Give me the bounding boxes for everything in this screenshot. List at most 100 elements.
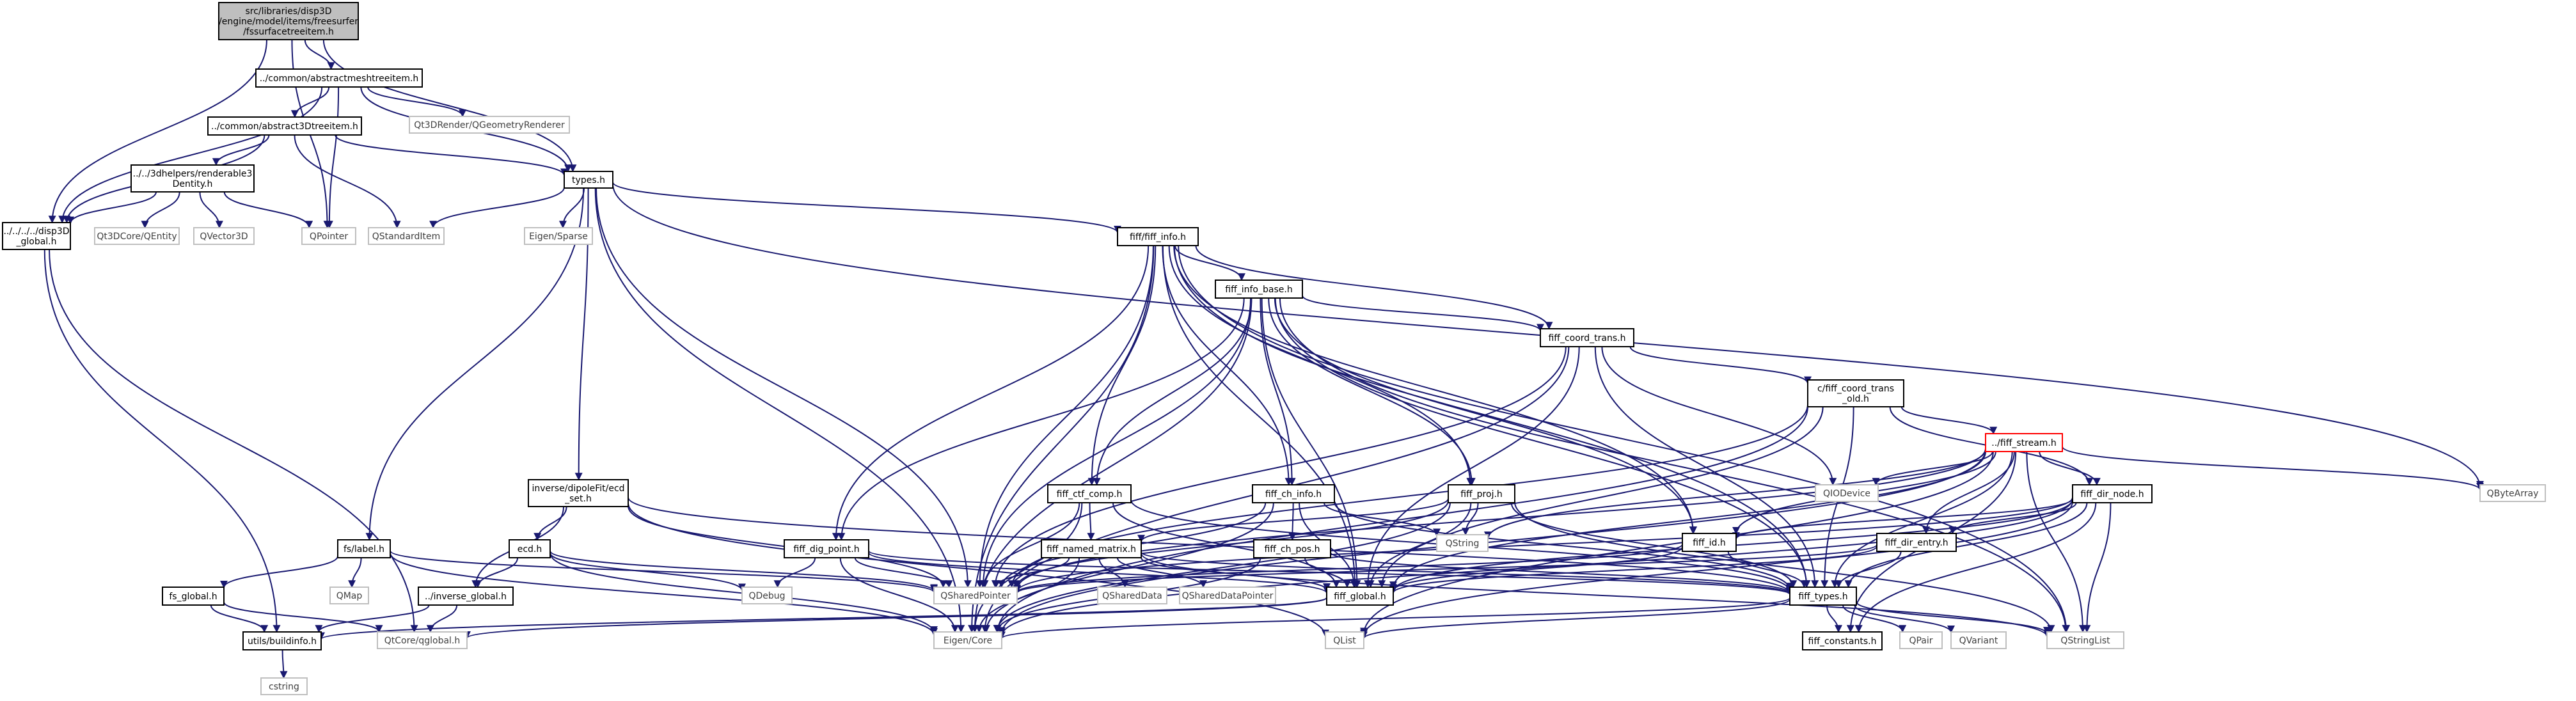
node-types_h[interactable]: types.h: [564, 171, 613, 189]
node-box-fs_global: [162, 587, 225, 606]
node-label-fiff_stream: ../fiff_stream.h: [1991, 438, 2056, 448]
node-qstandarditem[interactable]: QStandardItem: [368, 227, 445, 245]
node-qt3drender_qgeometryrenderer[interactable]: Qt3DRender/QGeometryRenderer: [409, 116, 570, 134]
nodes-layer: src/libraries/disp3D/engine/model/items/…: [2, 2, 2546, 695]
node-box-renderable3dentity: [130, 164, 255, 193]
node-qbytearray[interactable]: QByteArray: [2479, 484, 2546, 502]
edge-fiff_coord_trans-to-c_fiff_coord_trans_old: [1629, 346, 1812, 384]
node-fiff_dig_point[interactable]: fiff_dig_point.h: [784, 539, 869, 558]
edge-disp3d_global-to-qtcore_qglobal: [49, 249, 418, 633]
node-ecd_h[interactable]: ecd.h: [509, 539, 551, 558]
node-eigen_sparse[interactable]: Eigen/Sparse: [524, 227, 593, 245]
edge-fiff_ch_info-to-fiff_types: [1334, 501, 1794, 591]
node-fiff_stream[interactable]: ../fiff_stream.h: [1985, 433, 2063, 452]
node-inverse_global[interactable]: ../inverse_global.h: [418, 587, 514, 606]
edge-abstract3dtreeitem-to-types_h: [335, 134, 568, 177]
node-qstring[interactable]: QString: [1436, 534, 1489, 552]
node-box-fiff_proj: [1448, 484, 1515, 503]
node-qpointer[interactable]: QPointer: [301, 227, 356, 245]
edge-fiff_named_matrix-to-eigen_core: [975, 557, 1080, 633]
node-label-utils_buildinfo: utils/buildinfo.h: [248, 636, 317, 647]
node-c_fiff_coord_trans_old[interactable]: c/fiff_coord_trans_old.h: [1807, 379, 1904, 407]
node-qdebug[interactable]: QDebug: [741, 587, 793, 604]
node-label-ecd_h: ecd.h: [518, 544, 542, 555]
node-qvector3d[interactable]: QVector3D: [193, 227, 255, 245]
node-box-qlist: [1325, 631, 1364, 649]
node-box-fiff_types: [1789, 587, 1857, 606]
node-utils_buildinfo[interactable]: utils/buildinfo.h: [242, 631, 322, 650]
edge-fiff_info_base-to-fiff_dig_point: [837, 297, 1245, 541]
node-inverse_ecd_set[interactable]: inverse/dipoleFit/ecd_set.h: [528, 479, 629, 507]
node-abstract3dtreeitem[interactable]: ../common/abstract3Dtreeitem.h: [207, 116, 362, 136]
node-disp3d_global[interactable]: ../../../../disp3D_global.h: [2, 222, 71, 250]
node-cstring[interactable]: cstring: [260, 677, 308, 695]
edge-fiff_info_base-to-eigen_core: [970, 297, 1252, 633]
node-label-inverse_ecd_set: _set.h: [564, 494, 592, 504]
edge-fiff_dir_entry-to-fiff_global: [1389, 546, 1877, 594]
edge-fiff_stream-to-eigen_core: [998, 450, 1986, 635]
node-box-fiff_dig_point: [784, 539, 869, 558]
node-qstringlist[interactable]: QStringList: [2046, 631, 2124, 649]
node-fiff_id[interactable]: fiff_id.h: [1682, 533, 1737, 552]
edge-fiff_types-to-qstringlist: [1856, 601, 2051, 635]
node-fiff_ctf_comp[interactable]: fiff_ctf_comp.h: [1047, 484, 1132, 503]
node-qmap[interactable]: QMap: [329, 587, 369, 604]
edge-fiff_stream-to-qstringlist: [2026, 451, 2087, 633]
edge-fiff_ch_info-to-fiff_ch_pos: [1288, 502, 1297, 541]
node-fiff_global[interactable]: fiff_global.h: [1326, 587, 1394, 606]
node-box-ecd_h: [509, 539, 551, 558]
edge-fiff_info_base-to-fiff_types: [1274, 297, 1811, 588]
node-label-qpointer: QPointer: [310, 232, 348, 242]
node-fiff_coord_trans[interactable]: fiff_coord_trans.h: [1540, 328, 1634, 347]
edge-fiff_info_base-to-fiff_proj: [1268, 297, 1476, 486]
node-qiodevice[interactable]: QIODevice: [1815, 484, 1879, 502]
edge-fiff_id-to-fiff_global: [1389, 546, 1683, 592]
edge-fiff_proj-to-qstringlist: [1514, 501, 2055, 633]
node-fiff_ch_pos[interactable]: fiff_ch_pos.h: [1253, 539, 1331, 558]
node-label-inverse_ecd_set: inverse/dipoleFit/ecd: [532, 484, 624, 494]
node-qtcore_qglobal[interactable]: QtCore/qglobal.h: [377, 631, 468, 649]
node-label-fiff_proj: fiff_proj.h: [1460, 489, 1503, 500]
edge-utils_buildinfo-to-cstring: [280, 649, 288, 679]
node-qshareddatapointer[interactable]: QSharedDataPointer: [1179, 587, 1276, 604]
edge-fs_label-to-qmap: [348, 557, 362, 588]
edge-fiff_dir_node-to-qstringlist: [2083, 502, 2112, 633]
node-eigen_core[interactable]: Eigen/Core: [933, 631, 1002, 649]
node-qshareddata[interactable]: QSharedData: [1097, 587, 1167, 604]
node-fiff_named_matrix[interactable]: fiff_named_matrix.h: [1041, 539, 1142, 558]
node-label-types_h: types.h: [572, 175, 605, 185]
node-qpair[interactable]: QPair: [1899, 631, 1943, 649]
node-fiff_types[interactable]: fiff_types.h: [1789, 587, 1857, 606]
edge-fs_label-to-fs_global: [220, 556, 338, 588]
edge-fiff_info_base-to-qsharedpointer: [979, 297, 1252, 588]
node-label-renderable3dentity: ../../3dhelpers/renderable3: [133, 169, 253, 179]
node-fiff_ch_info[interactable]: fiff_ch_info.h: [1252, 484, 1335, 503]
node-box-fiff_ch_info: [1252, 484, 1335, 503]
node-label-fiff_named_matrix: fiff_named_matrix.h: [1047, 544, 1136, 555]
node-abstractmeshtreeitem[interactable]: ../common/abstractmeshtreeitem.h: [255, 68, 423, 88]
node-fiff_info_base[interactable]: fiff_info_base.h: [1215, 280, 1303, 299]
node-box-abstractmeshtreeitem: [255, 68, 423, 88]
node-qsharedpointer[interactable]: QSharedPointer: [933, 587, 1018, 604]
node-fs_global[interactable]: fs_global.h: [162, 587, 225, 606]
edge-fiff_info_base-to-fiff_coord_trans: [1302, 295, 1544, 332]
node-fs_label[interactable]: fs/label.h: [337, 539, 391, 558]
node-box-root: [218, 2, 359, 40]
node-fiff_dir_entry[interactable]: fiff_dir_entry.h: [1876, 533, 1957, 552]
node-qlist[interactable]: QList: [1325, 631, 1364, 649]
node-fiff_dir_node[interactable]: fiff_dir_node.h: [2072, 484, 2153, 503]
node-box-fs_label: [337, 539, 391, 558]
node-fiff_proj[interactable]: fiff_proj.h: [1448, 484, 1515, 503]
edge-fiff_info_base-to-fiff_ch_info: [1260, 297, 1296, 486]
node-label-qpair: QPair: [1909, 636, 1932, 646]
node-fiff_fiff_info[interactable]: fiff/fiff_info.h: [1117, 227, 1199, 246]
node-qt3dcore_qentity[interactable]: Qt3DCore/QEntity: [94, 227, 180, 245]
edge-fiff_proj-to-qstring: [1462, 502, 1479, 536]
node-qvariant[interactable]: QVariant: [1950, 631, 2007, 649]
node-fiff_constants[interactable]: fiff_constants.h: [1802, 631, 1883, 650]
node-root[interactable]: src/libraries/disp3D/engine/model/items/…: [218, 2, 359, 40]
edge-types_h-to-fiff_fiff_info: [612, 182, 1121, 233]
edge-fiff_dig_point-to-fiff_global: [868, 551, 1331, 594]
